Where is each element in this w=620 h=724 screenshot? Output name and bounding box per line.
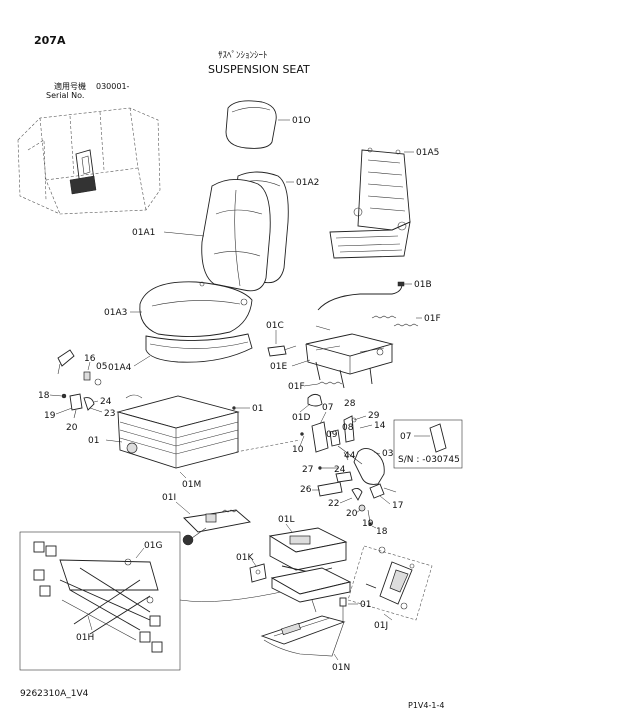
backrest-cushions (201, 171, 289, 292)
callout-14: 14 (374, 421, 386, 431)
callout-01A4: 01A4 (108, 363, 132, 373)
callout-44: 44 (344, 451, 356, 461)
callout-24-right: 24 (334, 465, 346, 475)
callout-01H: 01H (76, 633, 94, 643)
title-jp: ｻｽﾍﾟﾝｼｮﾝｼｰﾄ (218, 50, 268, 61)
headrest (225, 100, 277, 149)
bolt-01 (339, 597, 347, 622)
callout-24-left: 24 (100, 397, 112, 407)
callout-01-left: 01 (88, 436, 99, 446)
callout-01A1: 01A1 (132, 228, 155, 238)
callout-05: 05 (96, 362, 107, 372)
callout-01I: 01I (162, 493, 176, 503)
callout-01A5: 01A5 (416, 148, 439, 158)
small-fasteners-right (317, 466, 397, 526)
damper-bracket-01I (182, 509, 252, 546)
callout-01L: 01L (278, 515, 294, 525)
callout-16: 16 (84, 354, 96, 364)
callout-20-right: 20 (346, 509, 358, 519)
callout-01D: 01D (292, 413, 310, 423)
callout-18-left: 18 (38, 391, 50, 401)
page-code: 207A (34, 34, 66, 47)
callout-01F-top: 01F (424, 314, 441, 324)
callout-08: 08 (342, 423, 354, 433)
callout-01E: 01E (270, 362, 287, 372)
page-reference: P1V4-1-4 (408, 701, 444, 710)
slide-mechanism (305, 333, 394, 389)
callout-18-right: 18 (376, 527, 388, 537)
callout-01-bottom: 01 (360, 600, 371, 610)
inset-label-07: 07 (400, 432, 411, 442)
callout-09: 09 (326, 430, 338, 440)
callout-01M: 01M (182, 480, 201, 490)
inset-serial: S/N : -030745 (398, 455, 460, 465)
callout-03: 03 (382, 449, 393, 459)
cab-perspective-sketch (17, 107, 161, 215)
callout-01K: 01K (236, 553, 254, 563)
serial-label-jp: 適用号機 (54, 81, 86, 91)
callout-01O: 01O (292, 116, 311, 126)
callout-01-mid: 01 (252, 404, 263, 414)
suspension-detail-box (19, 531, 181, 671)
callout-01F-mid: 01F (288, 382, 305, 392)
callout-10: 10 (292, 445, 304, 455)
armrest-bracket-left (57, 349, 102, 419)
callout-20-left: 20 (66, 423, 78, 433)
callout-01J: 01J (374, 621, 388, 631)
callout-27: 27 (302, 465, 313, 475)
callout-26: 26 (300, 485, 312, 495)
callout-01G: 01G (144, 541, 162, 551)
lower-suspension-unit (249, 527, 352, 613)
seat-base-suspension-cover (116, 394, 240, 469)
serial-inset-box (393, 419, 463, 469)
callout-29: 29 (368, 411, 380, 421)
seat-cushion (139, 281, 253, 363)
callout-19-left: 19 (44, 411, 56, 421)
slide-rail-bar (260, 615, 346, 657)
serial-value: 030001- (96, 82, 130, 91)
adjust-lever (267, 345, 297, 357)
drawing-number: 9262310A_1V4 (20, 689, 89, 699)
callout-17: 17 (392, 501, 403, 511)
armrest-right-assembly (300, 415, 385, 485)
callout-19-right: 19 (362, 519, 374, 529)
title-en: SUSPENSION SEAT (208, 63, 310, 76)
knob-01D (307, 393, 323, 407)
serial-label-en: Serial No. (46, 91, 84, 100)
callout-07: 07 (322, 403, 333, 413)
callout-01A2: 01A2 (296, 178, 319, 188)
callout-23: 23 (104, 409, 115, 419)
callout-01C: 01C (266, 321, 284, 331)
callout-22: 22 (328, 499, 339, 509)
seat-frame (329, 147, 411, 259)
shock-absorber-box (347, 545, 433, 621)
callout-01B: 01B (414, 280, 432, 290)
callout-01N: 01N (332, 663, 350, 673)
callout-28: 28 (344, 399, 356, 409)
callout-01A3: 01A3 (104, 308, 127, 318)
